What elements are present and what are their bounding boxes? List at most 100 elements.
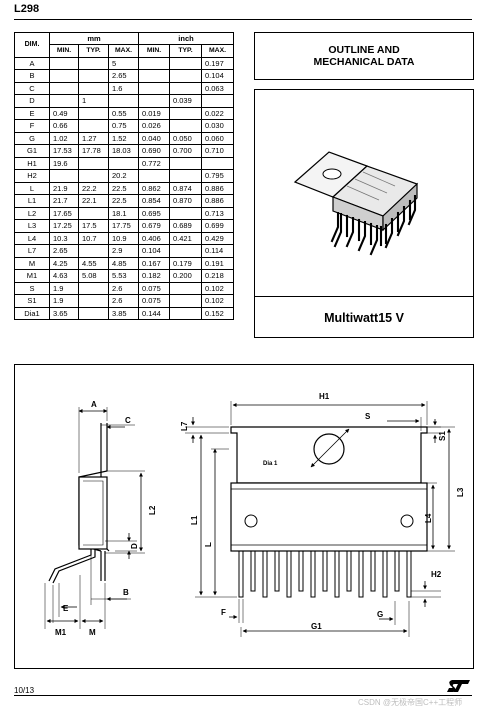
value-cell [78, 119, 109, 133]
value-cell: 1 [78, 94, 109, 108]
value-cell: 2.65 [49, 244, 79, 258]
value-cell [49, 56, 79, 70]
value-cell [49, 69, 79, 83]
header-rule [14, 19, 472, 20]
dim-label-f: F [221, 608, 226, 617]
outline-title-box: OUTLINE AND MECHANICAL DATA [254, 32, 474, 80]
value-cell [78, 281, 109, 295]
dim-name-cell: D [14, 94, 50, 108]
package-name-label: Multiwatt15 V [255, 296, 473, 338]
value-cell [200, 156, 235, 170]
value-cell: 18.03 [108, 144, 139, 158]
value-cell: 4.85 [108, 256, 139, 270]
value-cell: 0.102 [200, 281, 235, 295]
value-cell [138, 56, 170, 70]
value-cell [78, 294, 109, 308]
package-3d-illustration [293, 151, 419, 256]
col-header: TYP. [78, 44, 109, 58]
dim-label-d: D [130, 543, 139, 549]
value-cell: 0.870 [169, 194, 202, 208]
value-cell: 2.65 [108, 69, 139, 83]
dim-name-cell: L2 [14, 206, 50, 220]
value-cell: 0.429 [200, 231, 235, 245]
value-cell [78, 306, 109, 320]
value-cell [138, 69, 170, 83]
value-cell: 2.6 [108, 294, 139, 308]
value-cell [138, 94, 170, 108]
dim-label-l7: L7 [180, 421, 189, 431]
value-cell: 17.53 [49, 144, 79, 158]
value-cell: 0.060 [200, 131, 235, 145]
dim-name-cell: A [14, 56, 50, 70]
value-cell: 0.075 [138, 294, 170, 308]
value-cell [169, 156, 202, 170]
dim-label-a: A [91, 400, 97, 409]
value-cell: 22.5 [108, 194, 139, 208]
value-cell: 3.85 [108, 306, 139, 320]
value-cell: 0.167 [138, 256, 170, 270]
col-header: MIN. [138, 44, 170, 58]
inch-header: inch [137, 32, 235, 45]
dim-label-b: B [123, 588, 129, 597]
value-cell [108, 94, 139, 108]
dim-label-g1: G1 [311, 622, 322, 631]
value-cell [169, 119, 202, 133]
value-cell: 17.78 [78, 144, 109, 158]
col-header: MAX. [200, 44, 235, 58]
value-cell [169, 206, 202, 220]
value-cell [169, 306, 202, 320]
value-cell [169, 169, 202, 183]
value-cell: 21.7 [49, 194, 79, 208]
value-cell [169, 69, 202, 83]
dim-label-h2: H2 [431, 570, 442, 579]
value-cell: 0.200 [169, 269, 202, 283]
value-cell [78, 56, 109, 70]
value-cell [169, 81, 202, 95]
value-cell: 0.421 [169, 231, 202, 245]
value-cell: 0.218 [200, 269, 235, 283]
value-cell: 0.030 [200, 119, 235, 133]
value-cell: 5.53 [108, 269, 139, 283]
value-cell [78, 106, 109, 120]
dim-label-l3: L3 [456, 487, 465, 497]
value-cell: 0.75 [108, 119, 139, 133]
dim-name-cell: B [14, 69, 50, 83]
value-cell: 0.690 [138, 144, 170, 158]
value-cell: 20.2 [108, 169, 139, 183]
dim-name-cell: G [14, 131, 50, 145]
value-cell [169, 281, 202, 295]
dim-label-h1: H1 [319, 392, 330, 401]
value-cell [169, 244, 202, 258]
value-cell: 0.854 [138, 194, 170, 208]
dim-name-cell: C [14, 81, 50, 95]
footer-rule [14, 695, 472, 696]
dim-label-g: G [377, 610, 383, 619]
value-cell: 0.075 [138, 281, 170, 295]
value-cell: 0.197 [200, 56, 235, 70]
value-cell: 0.66 [49, 119, 79, 133]
dim-label-dia1: Dia 1 [263, 461, 278, 467]
value-cell: 10.3 [49, 231, 79, 245]
value-cell: 0.040 [138, 131, 170, 145]
value-cell: 0.104 [138, 244, 170, 258]
value-cell: 10.9 [108, 231, 139, 245]
value-cell [108, 156, 139, 170]
value-cell: 0.179 [169, 256, 202, 270]
package-image-box: Multiwatt15 V [254, 89, 474, 338]
value-cell: 0.772 [138, 156, 170, 170]
col-header: TYP. [169, 44, 202, 58]
dim-name-cell: G1 [14, 144, 50, 158]
dim-name-cell: E [14, 106, 50, 120]
value-cell: 17.5 [78, 219, 109, 233]
value-cell: 0.114 [200, 244, 235, 258]
value-cell: 0.874 [169, 181, 202, 195]
